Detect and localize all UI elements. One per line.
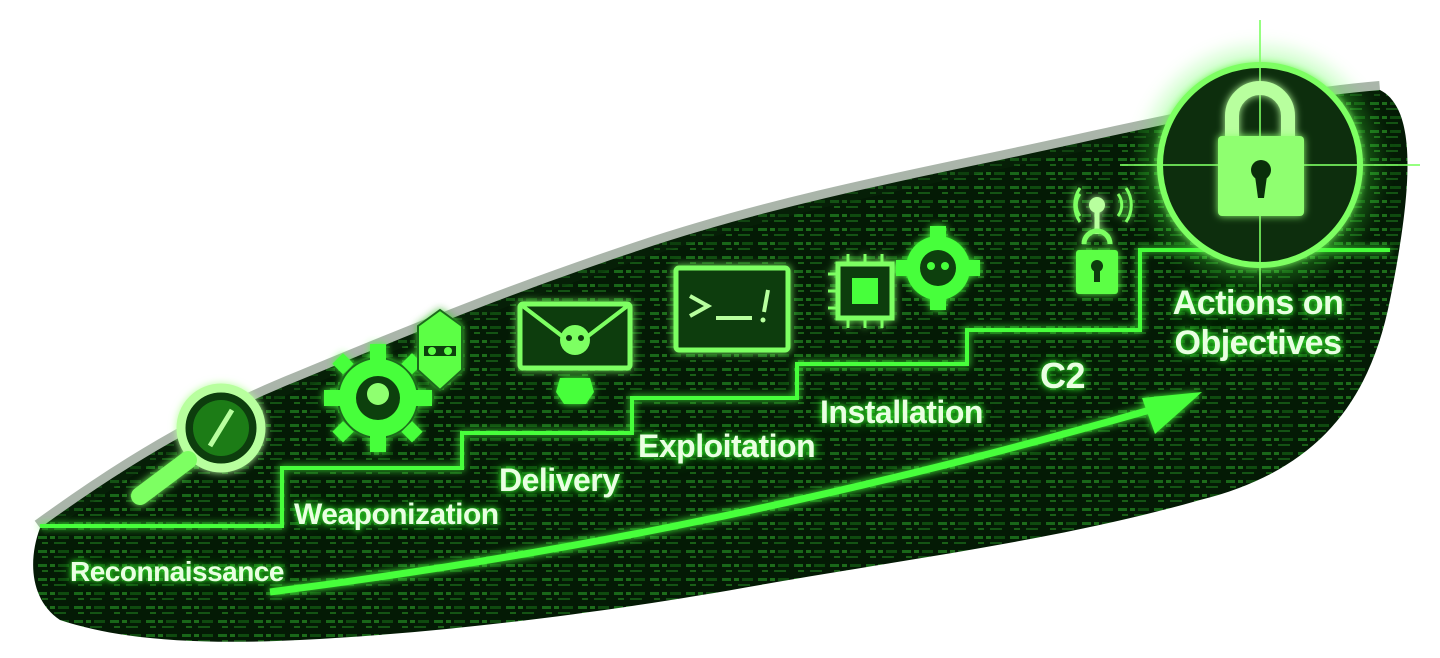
stage-label-actions-on-objectives: Actions on Objectives [1168,283,1348,363]
stage-label-reconnaissance: Reconnaissance [70,556,284,588]
stage-label-actions-line2: Objectives [1168,323,1348,363]
stage-label-delivery: Delivery [499,462,620,499]
stage-label-weaponization: Weaponization [294,498,499,532]
stage-label-c2: C2 [1040,355,1085,397]
terminal-icon [676,268,788,350]
stage-label-exploitation: Exploitation [638,428,815,465]
stage-label-actions-line1: Actions on [1168,283,1348,323]
stage-label-installation: Installation [820,394,983,431]
